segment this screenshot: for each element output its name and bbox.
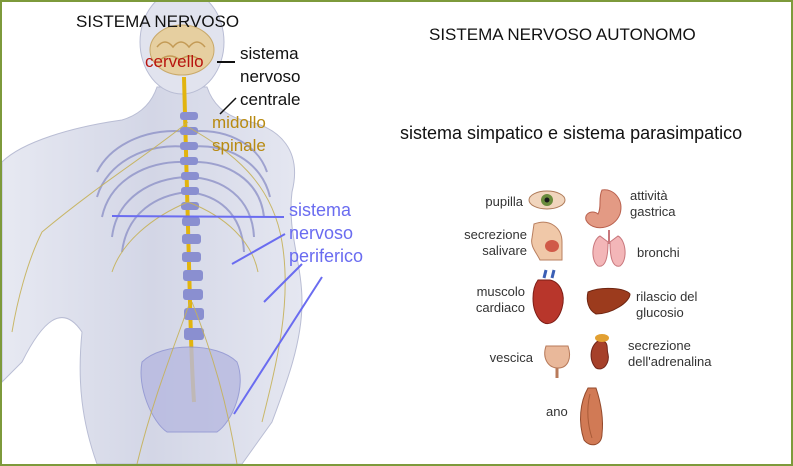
organ-label-muscolo-cardiaco: muscolo cardiaco: [452, 284, 525, 315]
organ-label-ano: ano: [546, 404, 568, 420]
organ-label-bronchi: bronchi: [637, 245, 680, 261]
left-title: SISTEMA NERVOSO: [76, 12, 239, 32]
kidney-adrenal-icon: [591, 334, 609, 369]
label-snp-line3: periferico: [289, 246, 363, 267]
label-snp-line2: nervoso: [289, 223, 353, 244]
organ-label-rilascio-glucosio: rilascio del glucosio: [636, 289, 697, 320]
organ-label-attivita-gastrica: attività gastrica: [630, 188, 676, 219]
heart-icon: [533, 270, 563, 324]
bladder-icon: [545, 346, 570, 378]
organ-label-pupilla: pupilla: [460, 194, 523, 210]
pelvis: [141, 347, 240, 432]
label-midollo-line1: midollo: [212, 113, 266, 133]
label-cervello: cervello: [145, 52, 204, 72]
label-midollo-line2: spinale: [212, 136, 266, 156]
label-snp-line1: sistema: [289, 200, 351, 221]
liver-icon: [587, 288, 630, 314]
organ-label-vescica: vescica: [462, 350, 533, 366]
rectum-icon: [581, 388, 603, 445]
stomach-icon: [586, 190, 621, 228]
lungs-icon: [593, 230, 625, 266]
right-subtitle: sistema simpatico e sistema parasimpatic…: [400, 123, 742, 144]
organ-label-secrezione-salivare: secrezione salivare: [442, 227, 527, 258]
organ-label-secrezione-adrenalina: secrezione dell'adrenalina: [628, 338, 711, 369]
eye-icon: [529, 191, 565, 209]
label-snc-line2: nervoso: [240, 67, 300, 87]
label-snc-line1: sistema: [240, 44, 299, 64]
label-snc-line3: centrale: [240, 90, 300, 110]
right-title: SISTEMA NERVOSO AUTONOMO: [429, 25, 696, 45]
head-salivary-icon: [532, 222, 562, 260]
